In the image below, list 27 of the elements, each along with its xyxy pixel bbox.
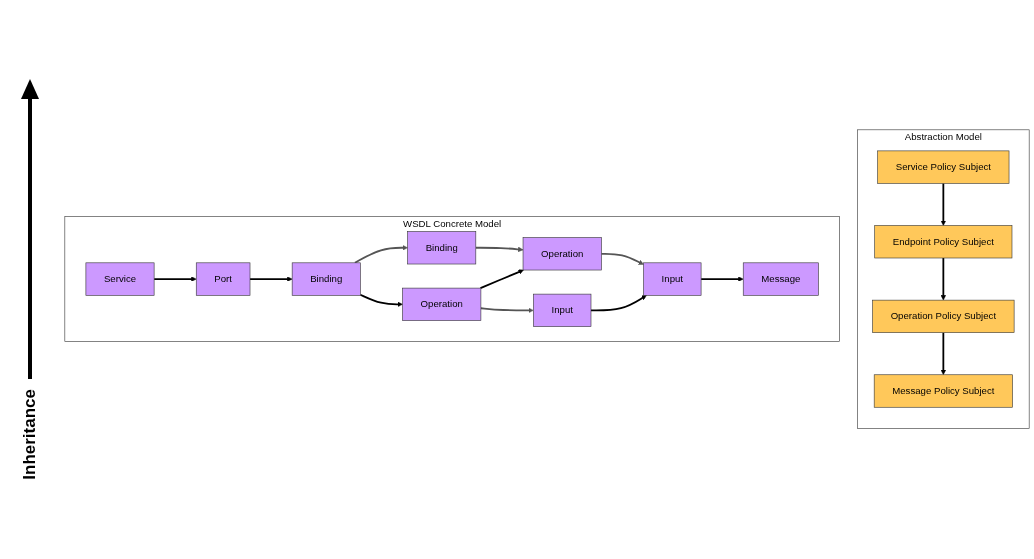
node-box: Port [195,262,251,297]
node-box: Input [643,262,702,297]
node-box: Operation [522,237,602,271]
node-box: Message [742,262,819,297]
arrow [474,247,524,253]
arrow [700,276,744,283]
axis-label: Inheritance [20,389,40,480]
arrow [153,276,197,283]
node-box: Operation [402,288,482,322]
arrow [590,295,647,312]
node-box: Binding [407,231,477,265]
arrow [480,307,534,314]
arrow [249,276,293,283]
node-box: Message Policy Subject [873,374,1013,408]
arrow [354,245,408,265]
node-box: Operation Policy Subject [872,300,1015,334]
node-box: Service [85,262,155,297]
arrow [940,332,946,376]
arrow [600,253,644,266]
arrow [940,182,946,227]
arrow [479,269,524,290]
node-box: Binding [291,262,361,297]
arrow [940,257,946,301]
node-box: Input [533,294,592,328]
arrow [359,294,403,308]
node-box: Endpoint Policy Subject [874,225,1013,259]
node-box: Service Policy Subject [877,151,1010,185]
